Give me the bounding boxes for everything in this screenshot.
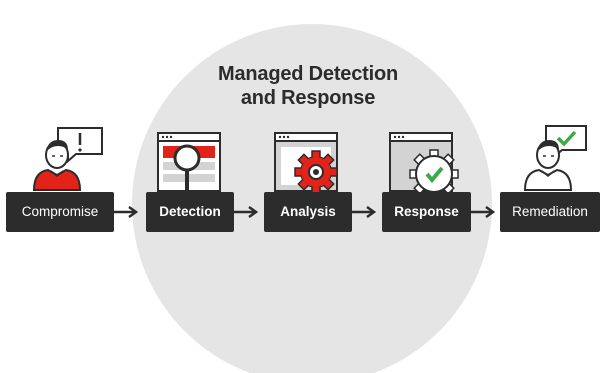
stage-label-detection: Detection <box>146 192 234 232</box>
stage-label-remediation: Remediation <box>500 192 600 232</box>
stage-label-analysis: Analysis <box>264 192 352 232</box>
magnifier-window-icon <box>157 132 221 192</box>
gear-window-icon <box>274 132 338 194</box>
flow-arrow-3 <box>352 205 377 219</box>
stage-label-response: Response <box>382 192 471 232</box>
flow-arrow-4 <box>471 205 496 219</box>
flow-arrow-2 <box>234 205 259 219</box>
person-check-icon <box>523 125 587 191</box>
flow-arrow-1 <box>114 205 139 219</box>
gear-check-window-icon <box>389 132 459 199</box>
person-alert-icon <box>32 127 103 191</box>
title-line-2: and Response <box>240 87 376 109</box>
stage-label-compromise: Compromise <box>6 192 114 232</box>
title-line-1: Managed Detection <box>218 63 398 85</box>
diagram-title: Managed Detection and Response <box>150 62 466 110</box>
